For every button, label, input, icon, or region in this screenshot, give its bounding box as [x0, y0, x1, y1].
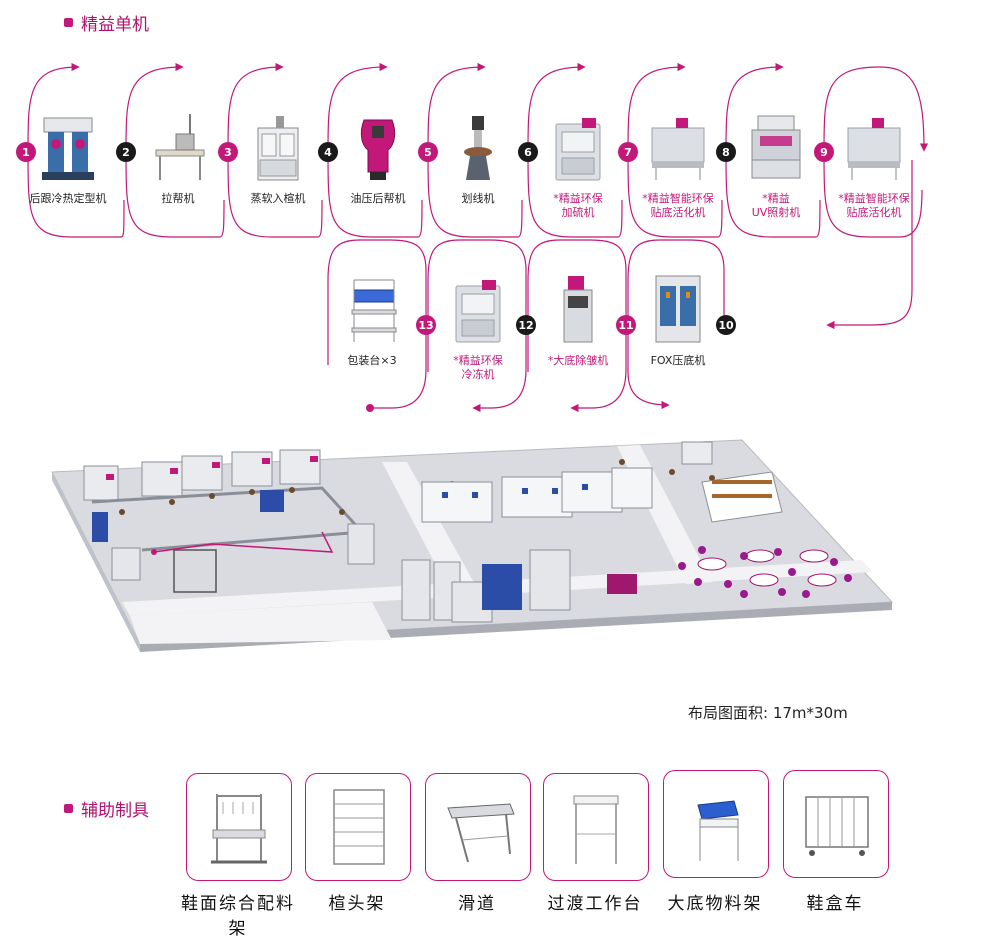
machine-card-6[interactable]: *精益环保 加硫机: [528, 110, 628, 220]
sole-press-machine-icon: [655, 275, 701, 343]
machine-card-4[interactable]: 油压后帮机: [328, 110, 428, 206]
tool-label: 滑道: [458, 894, 496, 914]
marking-machine-icon: [464, 116, 492, 180]
machine-card-3[interactable]: 蒸软入楦机: [228, 110, 328, 206]
step-badge-7: 7: [618, 142, 638, 162]
tool-label: 鞋面综合配料架: [181, 894, 295, 939]
process-flow-lines: [27, 62, 929, 413]
machine-label: 划线机: [461, 192, 495, 205]
step-badge-10: 10: [716, 315, 736, 335]
step-badge-3: 3: [218, 142, 238, 162]
section-title-tools: 辅助制具: [64, 796, 149, 821]
machine-card-11[interactable]: *大底除皱机: [528, 272, 628, 368]
machine-label: 拉帮机: [161, 192, 195, 205]
heel-setting-machine-icon: [42, 117, 94, 180]
step-badge-13: 13: [416, 315, 436, 335]
bullet-icon: [64, 804, 73, 813]
machine-card-9[interactable]: *精益智能环保 贴底活化机: [824, 110, 924, 220]
tool-label: 过渡工作台: [547, 894, 643, 914]
step-badge-5: 5: [418, 142, 438, 162]
sole-activation-machine-icon: [651, 118, 705, 180]
material-rack-icon: [211, 794, 267, 864]
machine-label: *精益环保 加硫机: [553, 192, 603, 219]
step-badge-4: 4: [318, 142, 338, 162]
steam-lasting-machine-icon: [257, 116, 299, 181]
machine-label: *精益 UV照射机: [751, 192, 801, 219]
step-badge-8: 8: [716, 142, 736, 162]
step-badge-2: 2: [116, 142, 136, 162]
slide-track-icon: [447, 803, 515, 863]
machine-card-7[interactable]: *精益智能环保 贴底活化机: [628, 110, 728, 220]
layout-area-label: 布局图面积: 17m*30m: [688, 704, 848, 722]
machine-card-8[interactable]: *精益 UV照射机: [726, 110, 826, 220]
tool-card-last-rack[interactable]: [305, 773, 411, 881]
machine-label: 蒸软入楦机: [250, 192, 306, 205]
step-badge-1: 1: [16, 142, 36, 162]
sole-rack-icon: [697, 800, 739, 861]
sole-activation-machine-icon: [847, 118, 901, 180]
hydraulic-heel-lasting-icon: [360, 119, 396, 180]
machine-label: 包装台×3: [347, 354, 397, 367]
machine-label: *精益智能环保 贴底活化机: [838, 192, 910, 219]
tool-card-transition-table[interactable]: [543, 773, 649, 881]
vulcanizing-machine-icon: [546, 110, 610, 184]
step-badge-9: 9: [814, 142, 834, 162]
freezer-machine-icon: [446, 272, 510, 346]
last-rack-icon: [333, 789, 385, 865]
machine-card-2[interactable]: 拉帮机: [128, 110, 228, 206]
machine-card-13[interactable]: 包装台×3: [322, 272, 422, 368]
shoebox-cart-icon: [805, 796, 869, 856]
transition-table-icon: [573, 795, 619, 864]
tool-label: 鞋盒车: [806, 894, 864, 914]
tool-label: 楦头架: [328, 894, 386, 914]
machine-label: *精益环保 冷冻机: [453, 354, 503, 381]
factory-layout-illustration: [51, 439, 894, 652]
packing-table-icon: [351, 279, 397, 342]
lasting-table-machine-icon: [155, 114, 205, 180]
machine-label: *大底除皱机: [547, 354, 609, 367]
tool-card-slide-track[interactable]: [425, 773, 531, 881]
step-badge-11: 11: [616, 315, 636, 335]
tool-card-sole-rack[interactable]: [663, 770, 769, 878]
bullet-icon: [64, 18, 73, 27]
machine-card-10[interactable]: FOX压底机: [628, 272, 728, 368]
tool-card-shoebox-cart[interactable]: [783, 770, 889, 878]
sole-dewrinkle-machine-icon: [563, 276, 593, 343]
step-badge-12: 12: [516, 315, 536, 335]
step-badge-6: 6: [518, 142, 538, 162]
machine-card-1[interactable]: 后跟冷热定型机: [18, 110, 118, 206]
machine-label: *精益智能环保 贴底活化机: [642, 192, 714, 219]
machine-label: FOX压底机: [650, 354, 706, 367]
tool-card-material-rack[interactable]: [186, 773, 292, 881]
machine-label: 后跟冷热定型机: [29, 192, 107, 205]
uv-irradiation-machine-icon: [751, 115, 801, 179]
machine-card-5[interactable]: 划线机: [428, 110, 528, 206]
tool-label: 大底物料架: [667, 894, 763, 914]
machine-card-12[interactable]: *精益环保 冷冻机: [428, 272, 528, 382]
section-title-machines: 精益单机: [64, 10, 149, 35]
machine-label: 油压后帮机: [350, 192, 406, 205]
